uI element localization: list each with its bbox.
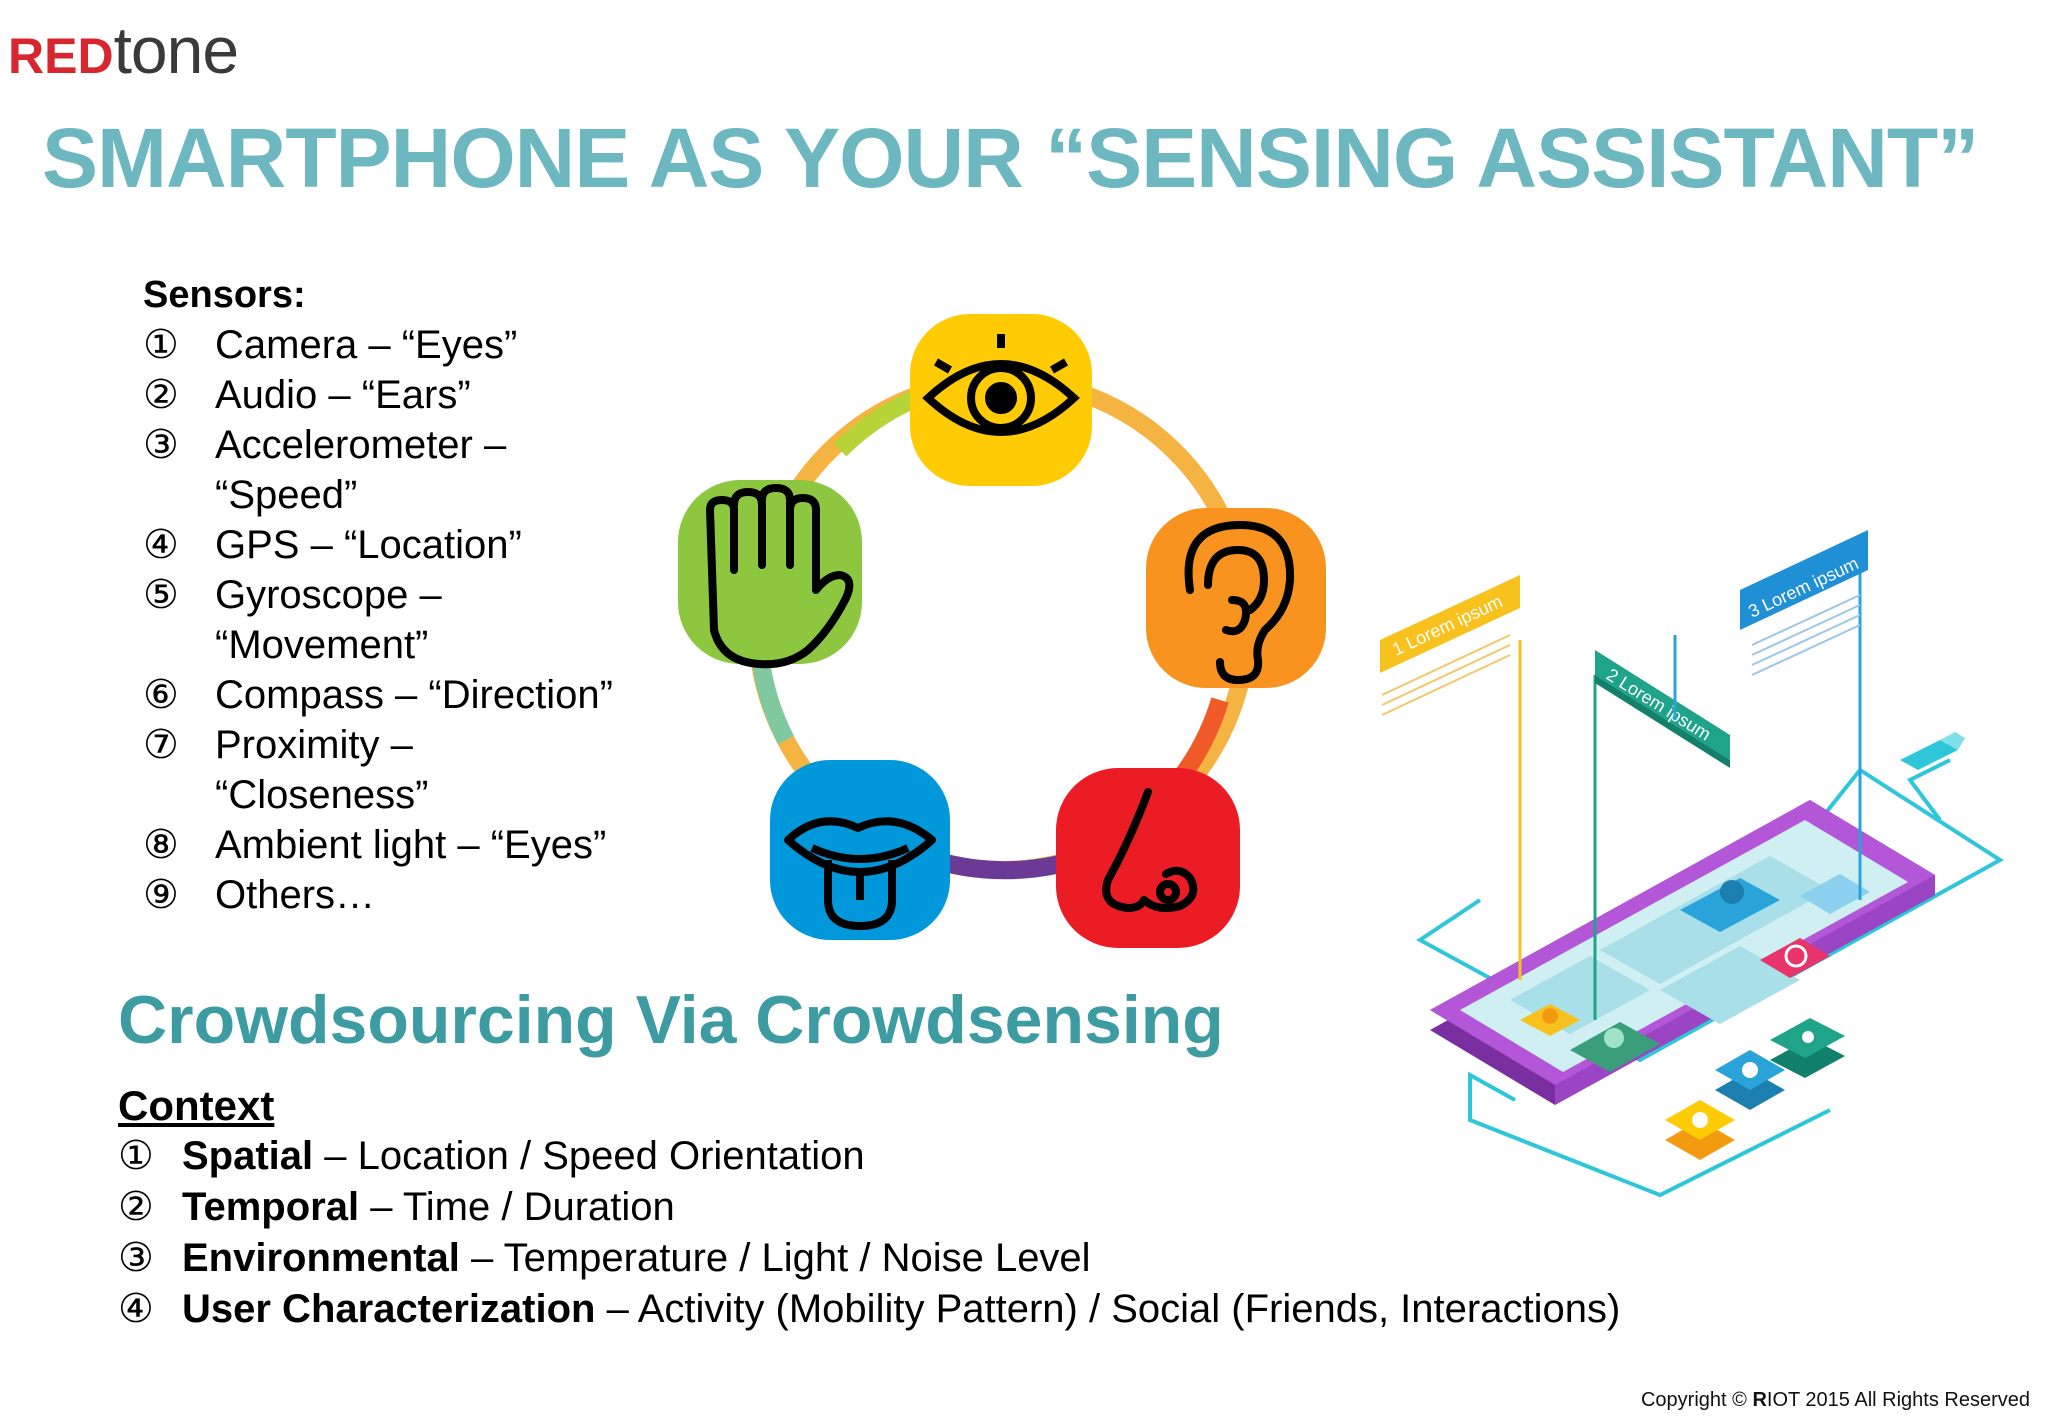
context-number: ④ <box>118 1286 154 1332</box>
user-card-icon <box>1680 878 1780 932</box>
sensor-number: ① <box>143 322 179 368</box>
context-term: Environmental <box>182 1236 460 1280</box>
sensor-label: Compass – “Direction” <box>215 673 613 717</box>
sensor-item: “Closeness” <box>143 770 613 820</box>
sensor-label: Audio – “Ears” <box>215 373 471 417</box>
sensor-label: Camera – “Eyes” <box>215 323 518 367</box>
camera-app-icon <box>1715 1050 1785 1110</box>
context-description: – Activity (Mobility Pattern) / Social (… <box>595 1287 1621 1331</box>
context-description: – Temperature / Light / Noise Level <box>459 1236 1091 1280</box>
sensor-number: ③ <box>143 422 179 468</box>
context-description: – Location / Speed Orientation <box>313 1134 865 1178</box>
sensor-label: Ambient light – “Eyes” <box>215 823 607 867</box>
alarm-tile-icon <box>1760 938 1830 978</box>
copyright-notice: Copyright © RIOT 2015 All Rights Reserve… <box>1640 1389 2030 1411</box>
sensor-number: ⑥ <box>143 672 179 718</box>
sensor-label: Accelerometer – <box>215 423 507 467</box>
sensor-number <box>143 470 215 520</box>
sensor-label: “Closeness” <box>215 773 429 817</box>
context-item: ④ User Characterization – Activity (Mobil… <box>118 1284 1620 1335</box>
sensor-item: ② Audio – “Ears” <box>143 370 613 420</box>
sensor-number: ⑦ <box>143 722 179 768</box>
context-list: Context ① Spatial – Location / Speed Orie… <box>118 1080 1620 1335</box>
context-term: Spatial <box>182 1134 314 1178</box>
context-item: ② Temporal – Time / Duration <box>118 1182 1620 1233</box>
sensor-label: Gyroscope – <box>215 573 442 617</box>
sensor-label: “Movement” <box>215 623 429 667</box>
hand-tile <box>678 480 862 669</box>
sensor-label: GPS – “Location” <box>215 523 522 567</box>
sensor-item: ⑨ Others… <box>143 870 613 920</box>
sensor-item: ⑤ Gyroscope – <box>143 570 613 620</box>
chart-tile-icon <box>1800 874 1870 914</box>
ear-icon <box>1184 520 1295 685</box>
label-2-text: 2 Lorem ipsum <box>1603 664 1715 744</box>
redtone-logo: REDtone <box>8 13 239 87</box>
sensor-number: ④ <box>143 522 179 568</box>
sensor-item: “Movement” <box>143 620 613 670</box>
sensors-list: Sensors: ① Camera – “Eyes” ② Audio – “Ears”… <box>143 270 613 920</box>
hand-icon <box>706 484 854 669</box>
tongue-icon <box>784 817 936 930</box>
senses-wheel <box>678 314 1326 948</box>
sensors-heading: Sensors: <box>143 274 306 316</box>
chat-app-icon <box>1665 1100 1735 1160</box>
location-tile-icon <box>1570 1022 1660 1072</box>
sensor-item: ④ GPS – “Location” <box>143 520 613 570</box>
label-1-text: 1 Lorem ipsum <box>1389 591 1505 659</box>
sensor-number: ⑧ <box>143 822 179 868</box>
nose-tile <box>1056 768 1240 948</box>
sensor-number: ⑤ <box>143 572 179 618</box>
eye-icon <box>922 334 1080 436</box>
context-number: ③ <box>118 1235 154 1281</box>
sensor-number: ② <box>143 372 179 418</box>
context-description: – Time / Duration <box>359 1185 675 1229</box>
context-term: Temporal <box>182 1185 360 1229</box>
context-item: ① Spatial – Location / Speed Orientation <box>118 1131 1620 1182</box>
context-item: ③ Environmental – Temperature / Light / N… <box>118 1233 1620 1284</box>
sensor-number <box>143 620 215 670</box>
sensor-item: ③ Accelerometer – <box>143 420 613 470</box>
section-subtitle: Crowdsourcing Via Crowdsensing <box>118 982 1224 1058</box>
sensor-number: ⑨ <box>143 872 179 918</box>
sensor-label: Proximity – <box>215 723 413 767</box>
context-heading: Context <box>118 1082 275 1129</box>
eye-tile <box>910 314 1092 486</box>
context-term: User Characterization <box>182 1287 596 1331</box>
gear-tile-icon <box>1520 1004 1580 1036</box>
ear-tile <box>1146 508 1326 688</box>
usb-connector <box>1900 732 1965 770</box>
tongue-tile <box>770 760 950 940</box>
sensor-item: ⑦ Proximity – <box>143 720 613 770</box>
nose-icon <box>1102 788 1198 913</box>
sensor-label: “Speed” <box>215 473 358 517</box>
sensor-item: ⑥ Compass – “Direction” <box>143 670 613 720</box>
slide-title: SMARTPHONE AS YOUR “SENSING ASSISTANT” <box>42 111 1979 205</box>
sensor-label: Others… <box>215 873 376 917</box>
sensor-item: ① Camera – “Eyes” <box>143 320 613 370</box>
context-number: ② <box>118 1184 154 1230</box>
smartphone-illustration: 1 Lorem ipsum 2 Lorem ipsum 3 Lorem ipsu… <box>1380 530 2004 1198</box>
context-number: ① <box>118 1133 154 1179</box>
sensor-item: ⑧ Ambient light – “Eyes” <box>143 820 613 870</box>
wifi-app-icon <box>1770 1018 1845 1078</box>
sensor-number <box>143 770 215 820</box>
sensor-item: “Speed” <box>143 470 613 520</box>
